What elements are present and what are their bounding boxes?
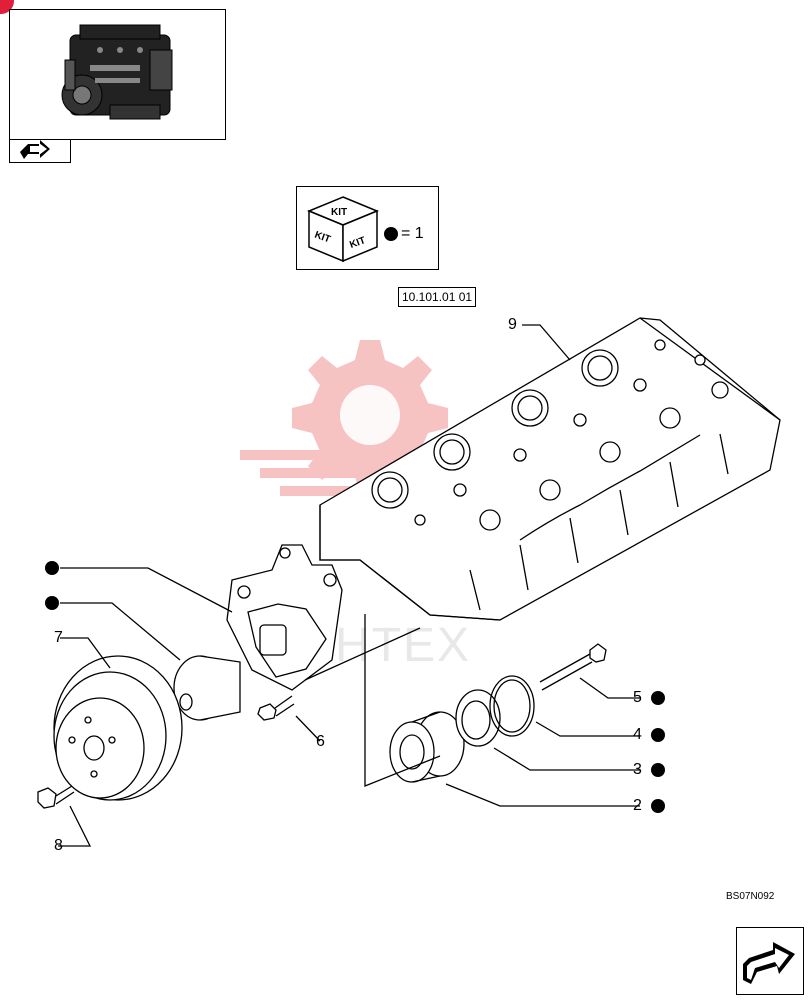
next-page-button[interactable]	[736, 927, 804, 995]
engine-thumbnail-panel	[9, 9, 226, 140]
callout-2[interactable]: 2	[633, 797, 642, 814]
callout-3[interactable]: 3	[633, 761, 642, 778]
callout-7[interactable]: 7	[54, 629, 63, 646]
callout-9[interactable]: 9	[508, 316, 517, 333]
kit-bullet	[384, 227, 398, 241]
back-arrow-icon	[20, 140, 50, 159]
callout-3-bullet	[651, 763, 665, 777]
kit-legend: KIT KIT KIT = 1	[296, 186, 439, 270]
callout-5-bullet	[651, 691, 665, 705]
seal	[455, 689, 501, 747]
kit-cube-top-text: KIT	[331, 207, 347, 218]
callout-4[interactable]: 4	[633, 726, 642, 743]
callout-bullet-lower	[45, 596, 59, 610]
drawing-code: BS07N092	[726, 891, 775, 902]
callout-4-bullet	[651, 728, 665, 742]
engine-thumbnail-icon	[61, 24, 173, 120]
back-button[interactable]	[9, 139, 71, 163]
bolt-5	[539, 643, 607, 691]
pulley	[53, 655, 183, 801]
bearing	[389, 711, 465, 783]
cylinder-head	[319, 317, 781, 621]
next-page-arrow-icon	[743, 942, 795, 984]
callout-2-bullet	[651, 799, 665, 813]
kit-legend-equals: = 1	[401, 225, 424, 242]
hub-flange	[173, 655, 241, 721]
callout-6[interactable]: 6	[316, 733, 325, 750]
kit-cube-right-text: KIT	[348, 235, 367, 251]
kit-cube-icon: KIT KIT KIT	[307, 196, 379, 263]
bolt-8	[37, 785, 75, 809]
callout-bullet-upper	[45, 561, 59, 575]
bolt-6	[257, 695, 295, 721]
callout-5[interactable]: 5	[633, 689, 642, 706]
callout-8[interactable]: 8	[54, 837, 63, 854]
reference-label[interactable]: 10.101.01 01	[398, 287, 477, 307]
kit-cube-left-text: KIT	[313, 230, 332, 246]
water-pump-body	[226, 544, 343, 691]
snap-ring	[489, 675, 535, 737]
watermark-text: HTEX	[335, 619, 472, 672]
